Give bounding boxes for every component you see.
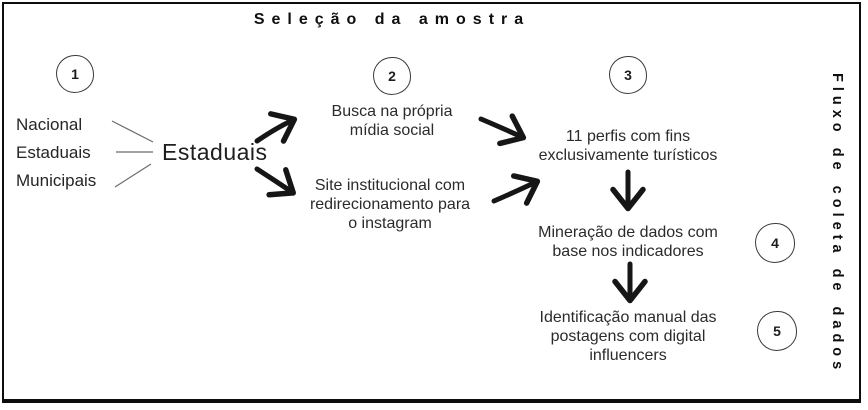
- diagram-title: Seleção da amostra: [253, 11, 531, 28]
- step-badge-3: 3: [609, 56, 647, 94]
- selected-level-label: Estaduais: [162, 139, 268, 165]
- step-badge-1-number: 1: [71, 66, 79, 82]
- diagram-frame: [2, 2, 861, 403]
- step-badge-5: 5: [757, 311, 797, 351]
- level-option-nacional: Nacional: [16, 115, 83, 134]
- node-search-own-social-media: Busca na própria mídia social: [331, 103, 453, 139]
- level-options-list: Nacional Estaduais Municipais: [16, 111, 96, 195]
- step-badge-2-number: 2: [388, 68, 396, 84]
- step-badge-3-number: 3: [624, 67, 632, 83]
- step-badge-4: 4: [755, 223, 795, 263]
- side-label-data-collection-flow: Fluxo de coleta de dados: [829, 73, 845, 375]
- level-option-municipais: Municipais: [16, 171, 97, 190]
- node-institutional-site: Site institucional com redirecionamento …: [309, 177, 471, 232]
- level-option-estaduais: Estaduais: [16, 143, 91, 162]
- node-data-mining: Mineração de dados com base nos indicado…: [538, 224, 718, 260]
- node-11-tourism-profiles: 11 perfis com fins exclusivamente turíst…: [538, 128, 718, 164]
- step-badge-4-number: 4: [771, 235, 779, 251]
- step-badge-5-number: 5: [773, 323, 781, 339]
- step-badge-1: 1: [56, 55, 94, 93]
- step-badge-2: 2: [373, 57, 411, 95]
- node-manual-identification: Identificação manual das postagens com d…: [539, 309, 717, 364]
